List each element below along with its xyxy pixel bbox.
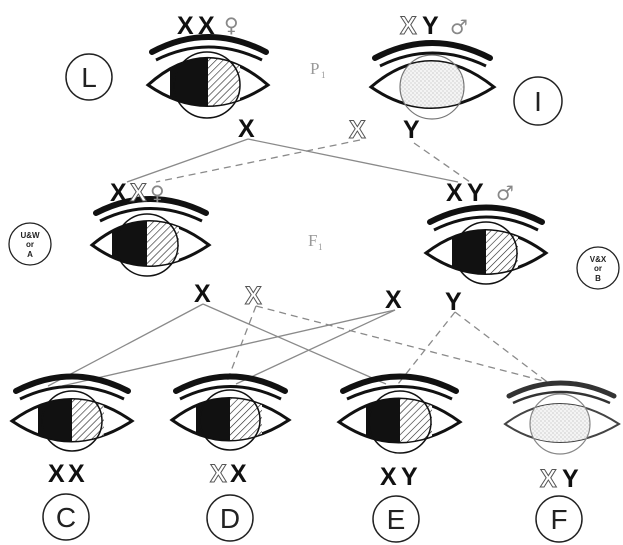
daughter-eye-icon (92, 199, 209, 282)
circle-label-i: I (514, 77, 562, 125)
circle-label-l: L (66, 54, 112, 100)
father-chromosome-y: Y (422, 12, 439, 40)
son-eye-icon (426, 208, 546, 293)
generation-p1-sub: 1 (321, 70, 326, 80)
father-gamete-y: Y (403, 116, 420, 144)
circle-label-c: C (43, 494, 89, 540)
daughter-chromosome-2: X (130, 179, 147, 207)
mother-genotype-label: X X ♀ (177, 12, 239, 40)
line-son-y-to-e (398, 312, 455, 384)
son-badge-line-3: B (595, 274, 601, 283)
offspring-e-genotype-label: X Y (380, 463, 418, 491)
father-gamete-x: X (349, 116, 366, 144)
generation-f1-base: F (308, 231, 317, 250)
son-badge-line-2: or (594, 264, 602, 273)
generation-f1-label: F 1 (308, 231, 323, 252)
offspring-f-eye-icon (505, 383, 619, 454)
circle-label-e: E (373, 496, 419, 542)
son-genotype-label: X Y ♂ (446, 179, 514, 207)
offspring-e-chromosome-y: Y (401, 463, 418, 491)
line-mother-to-daughter (127, 139, 248, 182)
father-genotype-label: X Y ♂ (400, 12, 468, 40)
male-symbol-icon: ♂ (450, 15, 468, 39)
circle-label-d: D (207, 495, 253, 541)
daughter-badge: U&W or A (9, 223, 51, 265)
son-badge: V&X or B (577, 247, 619, 289)
son-gamete-x: X (385, 286, 402, 314)
circle-letter-c: C (56, 502, 76, 533)
father-chromosome-x: X (400, 12, 417, 40)
son-chromosome-y: Y (467, 179, 484, 207)
circle-letter-l: L (81, 62, 97, 93)
offspring-c-chromosome-1: X (48, 460, 65, 488)
daughter-chromosome-1: X (110, 179, 127, 207)
daughter-gamete-x1: X (194, 280, 211, 308)
son-gamete-y: Y (445, 288, 462, 316)
offspring-f-chromosome-y: Y (562, 465, 579, 493)
generation-f1-sub: 1 (318, 242, 323, 252)
generation-p1-base: P (310, 59, 319, 78)
line-mother-to-son (248, 139, 458, 182)
son-badge-line-1: V&X (590, 255, 607, 264)
offspring-d-genotype-label: X X (210, 460, 247, 488)
offspring-e-eye-icon (339, 377, 460, 460)
circle-letter-i: I (534, 86, 542, 117)
circle-letter-f: F (550, 504, 567, 535)
daughter-gamete-x2: X (245, 282, 262, 310)
father-eye-icon (371, 43, 494, 119)
mother-gamete-x: X (238, 115, 255, 143)
male-symbol-icon: ♂ (496, 181, 514, 205)
offspring-c-genotype-label: X X (48, 460, 85, 488)
female-symbol-icon: ♀ (224, 13, 239, 37)
offspring-c-chromosome-2: X (68, 460, 85, 488)
mother-chromosome-2: X (198, 12, 215, 40)
offspring-d-chromosome-2: X (230, 460, 247, 488)
offspring-e-chromosome-x: X (380, 463, 397, 491)
line-daughter-x2-to-f (256, 306, 555, 384)
line-father-y-to-son (414, 143, 470, 182)
daughter-genotype-label: X X ♀ (110, 179, 165, 207)
son-chromosome-x: X (446, 179, 463, 207)
offspring-f-chromosome-x: X (540, 465, 557, 493)
mother-chromosome-1: X (177, 12, 194, 40)
mother-eye-icon (148, 37, 268, 125)
daughter-badge-line-3: A (27, 250, 33, 259)
offspring-d-eye-icon (172, 377, 289, 458)
daughter-badge-line-2: or (26, 240, 34, 249)
circle-letter-d: D (220, 503, 240, 534)
female-symbol-icon: ♀ (150, 181, 165, 205)
offspring-c-eye-icon (12, 377, 132, 459)
offspring-f-genotype-label: X Y (540, 465, 579, 493)
generation-p1-label: P 1 (310, 59, 326, 80)
offspring-d-chromosome-1: X (210, 460, 227, 488)
circle-label-f: F (536, 496, 582, 542)
circle-letter-e: E (387, 504, 406, 535)
daughter-badge-line-1: U&W (20, 231, 40, 240)
line-son-y-to-f (455, 312, 550, 384)
